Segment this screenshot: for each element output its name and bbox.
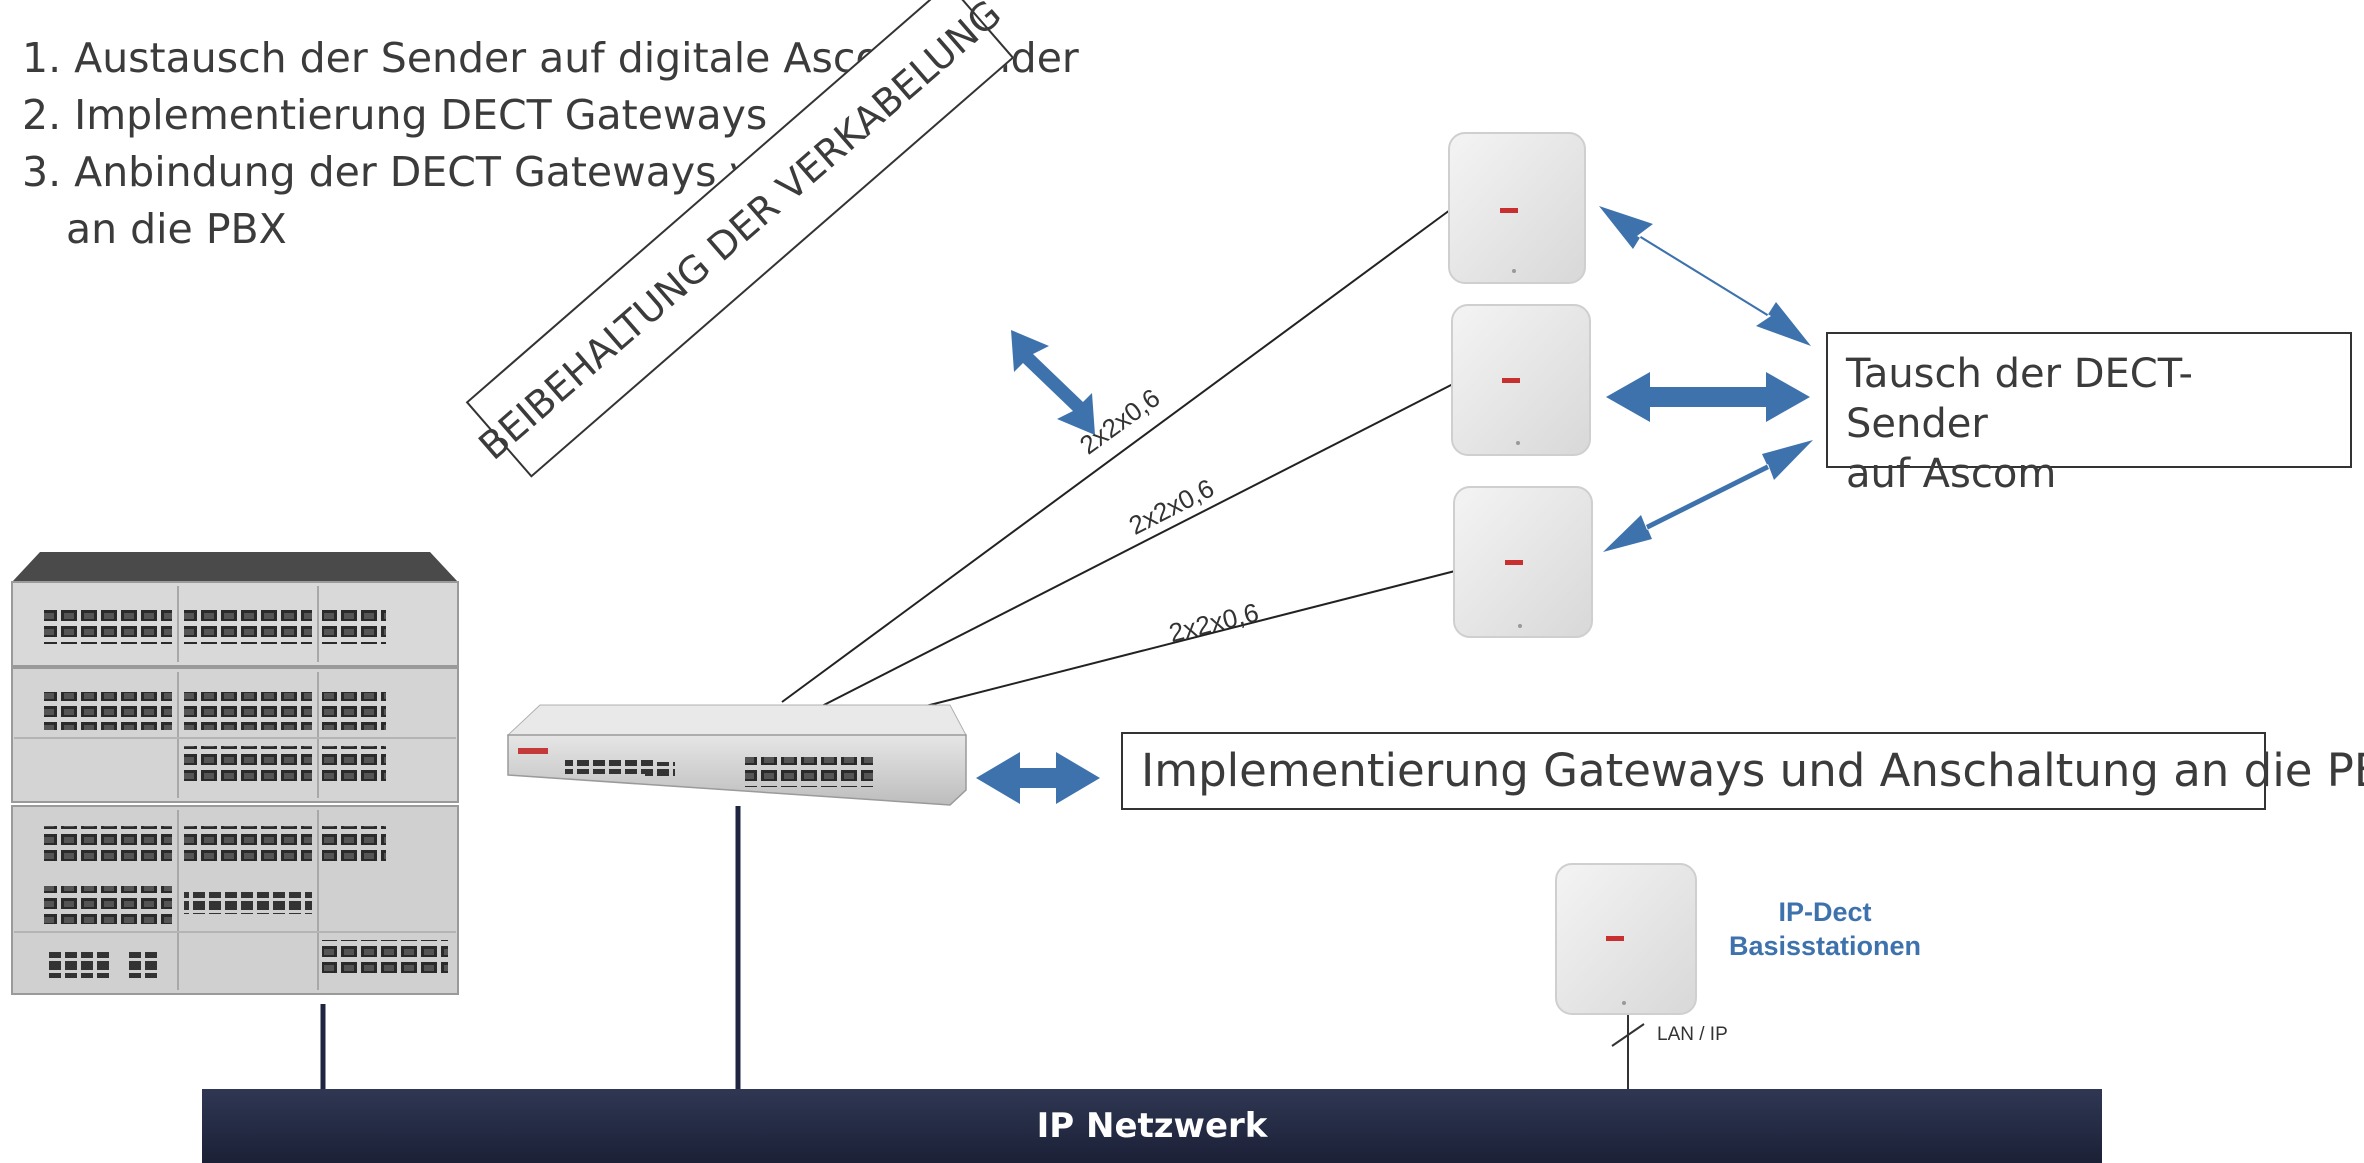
network-switch-icon <box>506 704 967 806</box>
double-arrow-icon-cabling <box>1011 330 1095 435</box>
dect-base-station-icon-2 <box>1451 304 1591 456</box>
ip-network-bar: IP Netzwerk <box>202 1089 2102 1163</box>
cable-line-3 <box>917 570 1456 709</box>
dect-base-station-icon-3 <box>1453 486 1593 638</box>
ip-network-label: IP Netzwerk <box>1036 1106 1268 1146</box>
cable-line-2 <box>817 382 1456 709</box>
step-3-continuation: an die PBX <box>66 205 287 253</box>
dect-sender-callout: Tausch der DECT-Sender auf Ascom <box>1826 332 2352 497</box>
dect-base-station-icon-1 <box>1448 132 1586 284</box>
double-arrow-icon-ap1 <box>1599 206 1811 346</box>
pbx-cabinet-icon <box>11 552 459 995</box>
double-arrow-icon-gateway <box>976 752 1100 804</box>
ip-dect-base-station-icon <box>1555 863 1697 1015</box>
double-arrow-icon-ap2 <box>1606 372 1810 422</box>
ip-dect-label: IP-Dect Basisstationen <box>1695 895 1955 963</box>
ip-dect-label-line-2: Basisstationen <box>1728 931 1922 961</box>
lan-ip-label: LAN / IP <box>1657 1024 1728 1045</box>
gateway-callout: Implementierung Gateways und Anschaltung… <box>1121 732 2364 810</box>
lan-slash-mark <box>1611 1023 1645 1047</box>
step-3: 3. Anbindung der DECT Gateways via SIP <box>22 148 867 196</box>
dect-sender-callout-line-2: auf Ascom <box>1846 451 2057 497</box>
double-arrow-icon-ap3 <box>1603 440 1813 552</box>
ip-dect-label-line-1: IP-Dect <box>1778 897 1872 927</box>
step-2: 2. Implementierung DECT Gateways <box>22 91 768 139</box>
dect-sender-callout-line-1: Tausch der DECT-Sender <box>1846 351 2193 447</box>
cable-line-1 <box>781 209 1451 703</box>
